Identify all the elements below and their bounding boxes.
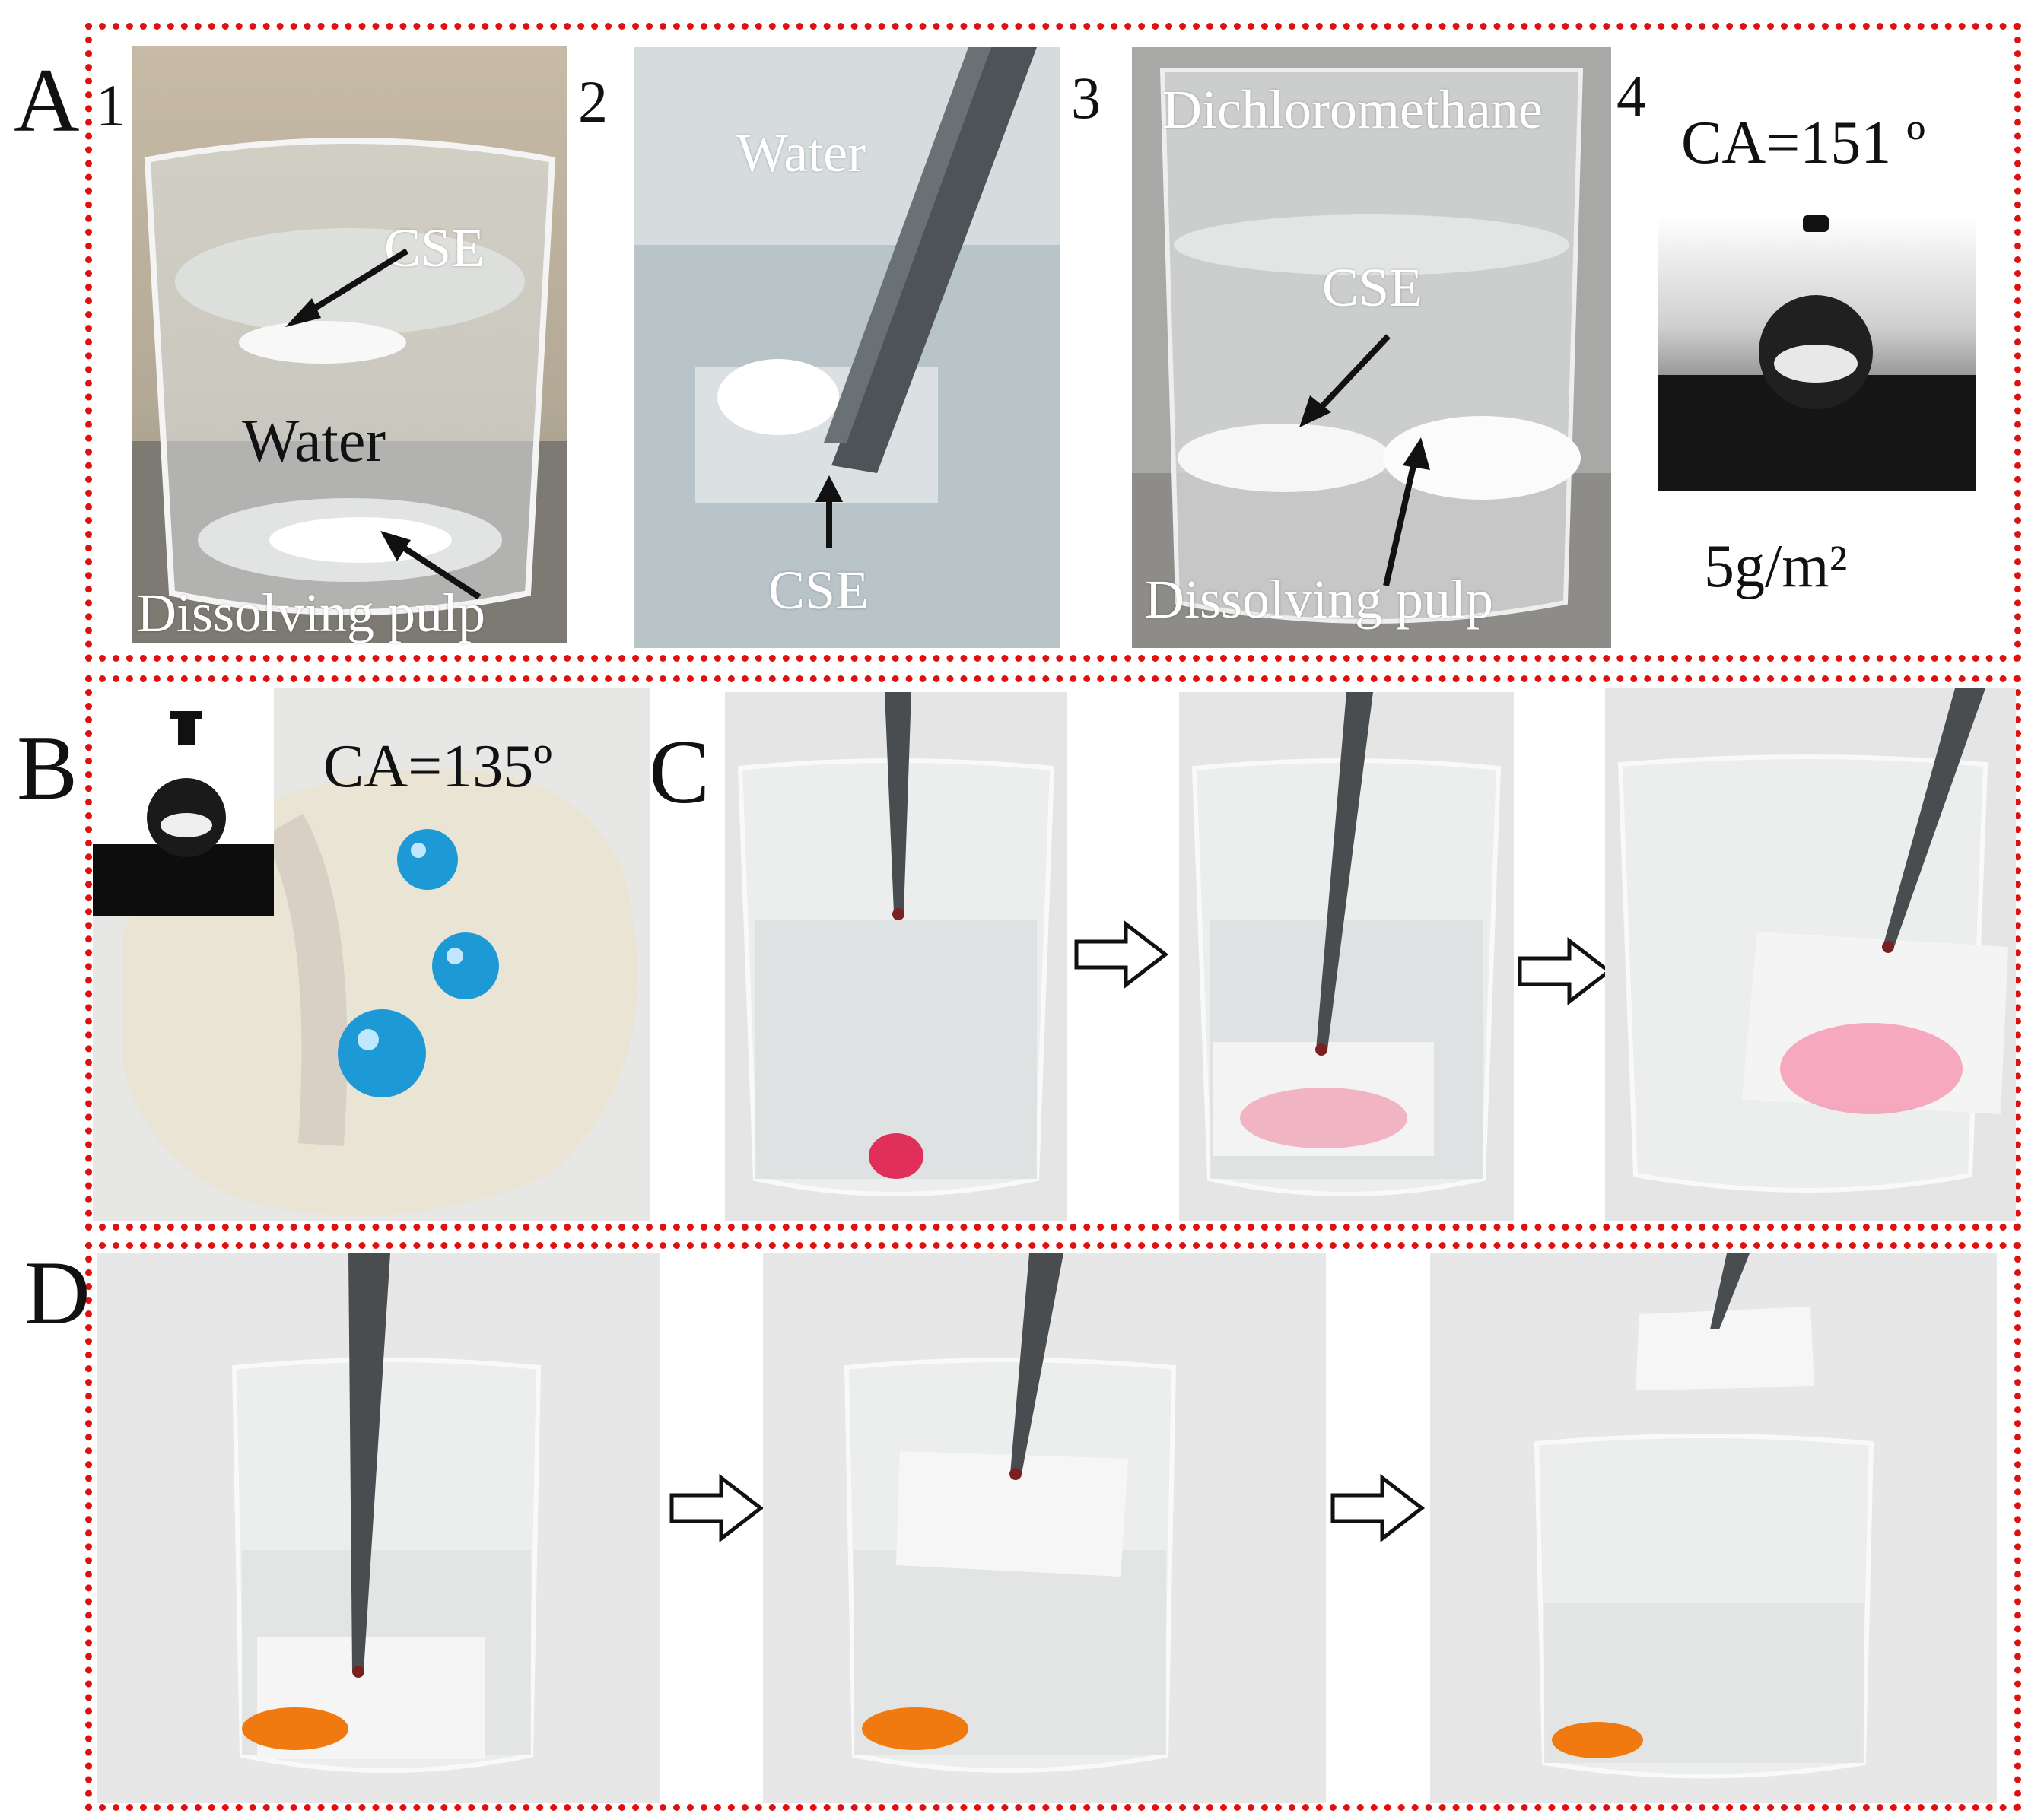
- beaker-photo-d2: [763, 1253, 1326, 1803]
- beaker-photo-c1: [725, 692, 1067, 1221]
- label-pulp-a3: Dissolving pulp: [1145, 569, 1494, 630]
- contact-angle-image-a4: [1658, 215, 1976, 491]
- arrow-right-d1: [669, 1474, 765, 1542]
- label-pulp-a1: Dissolving pulp: [137, 583, 486, 643]
- panel-c-letter: C: [649, 721, 710, 822]
- beaker-photo-d3: [1430, 1253, 1997, 1803]
- label-solvent-a3: Dichloromethane: [1162, 79, 1543, 140]
- panel-b-letter: B: [17, 717, 78, 818]
- panel-a-frame: [85, 23, 2021, 662]
- arrow-pulp-a3: [1383, 437, 1430, 586]
- beaker-photo-a2: [634, 47, 1060, 648]
- panel-d-frame: [85, 1242, 2021, 1811]
- label-ca-a4: CA=151 º: [1681, 110, 1926, 176]
- label-ca-b: CA=135º: [323, 733, 553, 800]
- arrow-cse-a1: [285, 248, 409, 327]
- arrow-right-d2: [1330, 1474, 1426, 1542]
- label-cse-a2: CSE: [768, 560, 869, 621]
- panel-d-letter: D: [24, 1242, 91, 1343]
- label-cse-a1: CSE: [384, 218, 485, 278]
- arrow-cse-a2: [815, 475, 843, 548]
- beaker-photo-d1: [97, 1253, 660, 1803]
- arrow-right-c2: [1518, 937, 1613, 1005]
- beaker-photo-a3: [1132, 47, 1611, 648]
- beaker-photo-c2: [1179, 692, 1514, 1221]
- label-water-a1: Water: [242, 408, 386, 475]
- arrow-cse-a3: [1299, 334, 1391, 427]
- label-water-a2: Water: [736, 122, 866, 183]
- arrow-pulp-a1: [380, 531, 482, 600]
- panel-a2-number: 2: [578, 68, 608, 135]
- panel-a1-number: 1: [96, 72, 126, 138]
- paper-droplets-photo-b: [93, 688, 650, 1221]
- beaker-photo-a1: [132, 46, 567, 643]
- label-loading-a4: 5g/m²: [1704, 533, 1848, 600]
- panel-a4-number: 4: [1616, 63, 1646, 129]
- panel-a-letter: A: [14, 49, 80, 151]
- beaker-photo-c3: [1605, 688, 2016, 1221]
- panel-a3-number: 3: [1071, 65, 1101, 131]
- panel-bc-frame: [85, 675, 2021, 1231]
- arrow-right-c1: [1074, 920, 1169, 989]
- contact-angle-inset-b: [93, 688, 274, 916]
- label-cse-a3: CSE: [1322, 257, 1423, 318]
